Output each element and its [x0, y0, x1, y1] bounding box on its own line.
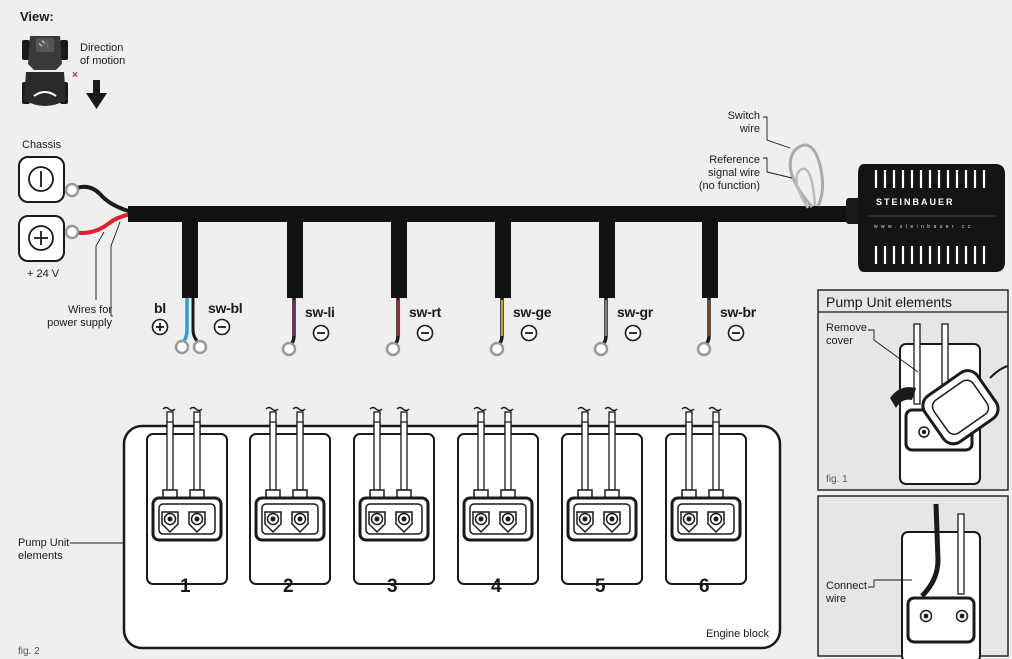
- remove-cover-label: Remove cover: [826, 322, 867, 347]
- minus-icon: [416, 324, 434, 342]
- pump-unit-3: [352, 406, 436, 586]
- wire-code-sw-br: sw-br: [720, 304, 756, 320]
- plus-icon: [151, 318, 169, 336]
- pump-unit-5: [560, 406, 644, 586]
- wire-code-bl: bl: [154, 300, 166, 316]
- drop-cable-3: [385, 220, 434, 357]
- direction-label: Direction of motion: [80, 42, 126, 67]
- voltage-label: + 24 V: [27, 268, 60, 280]
- pump-number-6: 6: [699, 576, 710, 597]
- drop-cable-1: [151, 220, 231, 355]
- minus-icon: [213, 318, 231, 336]
- minus-icon: [312, 324, 330, 342]
- drop-cable-2: [281, 220, 330, 357]
- direction-arrow-icon: [86, 80, 107, 109]
- main-harness-cable: [128, 206, 856, 222]
- svg-text:×: ×: [72, 70, 78, 81]
- pump-unit-4: [456, 406, 540, 586]
- pump-number-1: 1: [180, 576, 191, 597]
- wire-code-sw-ge: sw-ge: [513, 304, 552, 320]
- view-title: View:: [20, 9, 54, 24]
- drop-cables: [151, 220, 745, 357]
- fig1-label: fig. 1: [826, 474, 848, 485]
- pump-number-5: 5: [595, 576, 606, 597]
- steinbauer-module: [846, 164, 1005, 272]
- svg-text:🔌: 🔌: [38, 40, 52, 53]
- minus-icon: [520, 324, 538, 342]
- minus-icon: [624, 324, 642, 342]
- pump-number-2: 2: [283, 576, 294, 597]
- panel-connect-wire: [817, 495, 1009, 659]
- wire-code-sw-gr: sw-gr: [617, 304, 653, 320]
- panel-title: Pump Unit elements: [826, 294, 953, 310]
- power-wires-label: Wires for power supply: [47, 304, 112, 329]
- pump-number-3: 3: [387, 576, 398, 597]
- wire-code-sw-li: sw-li: [305, 304, 335, 320]
- pump-number-4: 4: [491, 576, 502, 597]
- panel-remove-cover: [817, 289, 1009, 491]
- pump-unit-label: Pump Unit elements: [18, 537, 70, 562]
- brand-url: w w w . s t e i n b a u e r . c c: [874, 224, 972, 230]
- wire-code-sw-bl: sw-bl: [208, 300, 243, 316]
- reference-wire-label: Reference signal wire (no function): [698, 154, 760, 192]
- drop-cable-5: [593, 220, 642, 357]
- pump-unit-6: [664, 406, 748, 586]
- wire-code-sw-rt: sw-rt: [409, 304, 441, 320]
- minus-icon: [727, 324, 745, 342]
- brand-name: STEINBAUER: [876, 197, 955, 207]
- drop-cable-4: [489, 220, 538, 357]
- pump-unit-2: [248, 406, 332, 586]
- plus-wire: [71, 212, 133, 235]
- pump-unit-1: [145, 406, 229, 586]
- drop-cable-6: [696, 220, 745, 357]
- chassis-terminal-icon: [18, 156, 65, 203]
- plus-24v-terminal-icon: [18, 215, 65, 262]
- machine-top-view-icon: 🔌 ×: [22, 36, 78, 106]
- reference-wire-loop: [795, 167, 817, 209]
- chassis-label: Chassis: [22, 139, 62, 151]
- chassis-wire: [71, 184, 133, 214]
- connect-wire-label: Connect wire: [826, 580, 867, 605]
- switch-wire-label: Switch wire: [727, 110, 760, 135]
- fig2-label: fig. 2: [18, 646, 40, 657]
- switch-wire-loop: [788, 143, 825, 208]
- engine-block-label: Engine block: [706, 628, 769, 640]
